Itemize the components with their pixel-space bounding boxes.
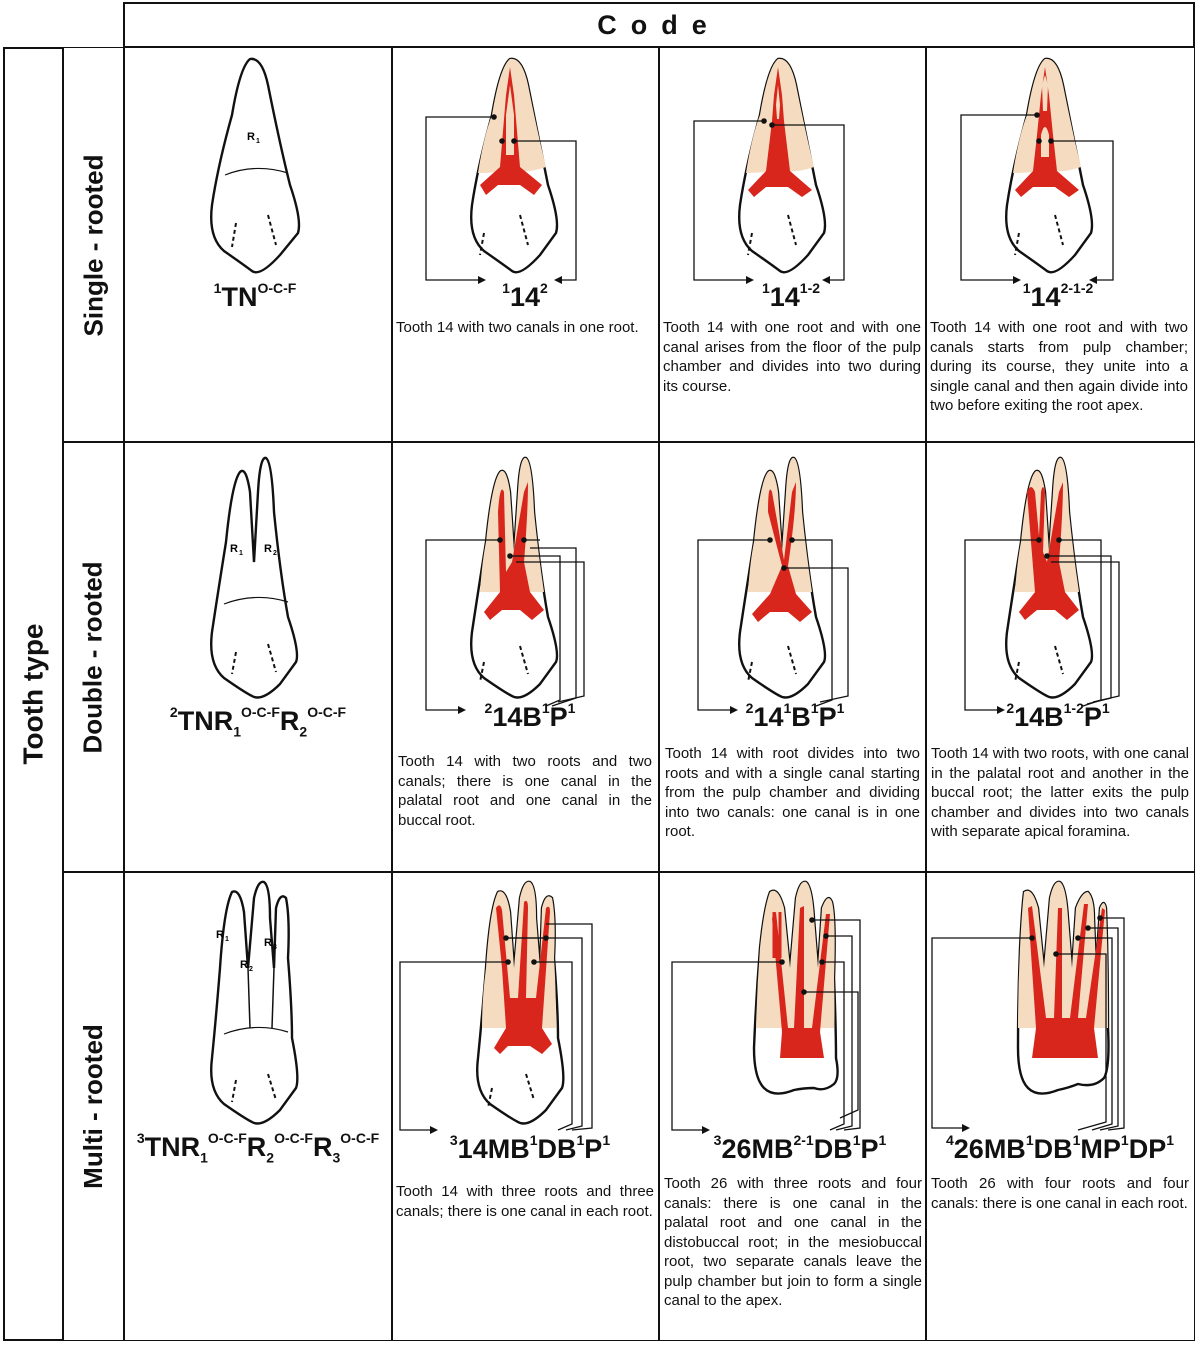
row-label-double-text: Double - rooted xyxy=(78,561,109,753)
multi-ex3-tooth-diagram xyxy=(928,878,1128,1138)
code-header: Code xyxy=(125,4,1193,46)
single-ex2-tooth-diagram xyxy=(688,55,858,290)
multi-ex2-tooth-diagram xyxy=(664,878,864,1138)
multi-ex1-tooth-diagram xyxy=(396,878,596,1138)
svg-text:2: 2 xyxy=(249,966,253,973)
multi-ex2-description: Tooth 26 with three roots and four canal… xyxy=(664,1174,922,1311)
root-label-r1: R xyxy=(247,131,255,143)
double-ex2-tooth-diagram xyxy=(688,452,858,717)
multi-ex1-description: Tooth 14 with three roots and three cana… xyxy=(396,1182,654,1221)
single-ex2-code: 1141-2 xyxy=(706,282,876,313)
multi-rooted-outline-tooth: R 1 R 2 R 3 xyxy=(200,878,310,1128)
double-ex3-code: 214B1-2P1 xyxy=(968,702,1148,733)
row-label-multi: Multi - rooted xyxy=(62,871,125,1341)
single-ex3-tooth-diagram xyxy=(955,55,1125,290)
single-ex1-tooth-diagram xyxy=(420,55,590,290)
single-rooted-outline-tooth: R 1 xyxy=(200,55,310,280)
double-ex2-code: 2141B1P1 xyxy=(700,702,890,733)
double-ex1-tooth-diagram xyxy=(420,452,590,717)
row-label-single: Single - rooted xyxy=(62,47,125,443)
multi-ex3-code: 426MB1DB1MP1DP1 xyxy=(928,1134,1192,1165)
double-ex3-tooth-diagram xyxy=(955,452,1125,717)
double-ex3-description: Tooth 14 with two roots, with one canal … xyxy=(931,744,1189,842)
tooth-type-label: Tooth type xyxy=(3,47,64,1341)
double-ex1-code: 214B1P1 xyxy=(440,702,620,733)
single-ex1-description: Tooth 14 with two canals in one root. xyxy=(396,318,654,338)
multi-ex1-code: 314MB1DB1P1 xyxy=(420,1134,640,1165)
double-base-code: 2TNR1O-C-FR2O-C-F xyxy=(148,706,368,739)
root-label-r1: R xyxy=(216,929,224,941)
root-label-r2: R xyxy=(240,959,248,971)
svg-text:1: 1 xyxy=(239,550,243,557)
single-ex2-description: Tooth 14 with one root and with one cana… xyxy=(663,318,921,396)
root-label-r2: R xyxy=(264,543,272,555)
single-ex3-description: Tooth 14 with one root and with two cana… xyxy=(930,318,1188,416)
svg-text:1: 1 xyxy=(256,138,260,145)
double-ex2-description: Tooth 14 with root divides into two root… xyxy=(665,744,920,842)
double-ex1-description: Tooth 14 with two roots and two canals; … xyxy=(398,752,652,830)
svg-text:3: 3 xyxy=(273,944,277,951)
single-ex3-code: 1142-1-2 xyxy=(973,282,1143,313)
multi-base-code: 3TNR1O-C-FR2O-C-FR3O-C-F xyxy=(126,1132,390,1165)
root-label-r1: R xyxy=(230,543,238,555)
single-base-code: 1TNO-C-F xyxy=(180,282,330,313)
svg-text:2: 2 xyxy=(273,550,277,557)
multi-ex3-description: Tooth 26 with four roots and four canals… xyxy=(931,1174,1189,1213)
double-rooted-outline-tooth: R 1 R 2 xyxy=(200,452,310,702)
multi-ex2-code: 326MB2-1DB1P1 xyxy=(690,1134,910,1165)
single-ex1-code: 1142 xyxy=(440,282,610,313)
row-label-double: Double - rooted xyxy=(62,441,125,873)
svg-text:1: 1 xyxy=(225,936,229,943)
root-label-r3: R xyxy=(264,937,272,949)
tooth-type-text: Tooth type xyxy=(18,623,50,764)
row-label-multi-text: Multi - rooted xyxy=(78,1024,109,1189)
row-label-single-text: Single - rooted xyxy=(78,154,109,336)
